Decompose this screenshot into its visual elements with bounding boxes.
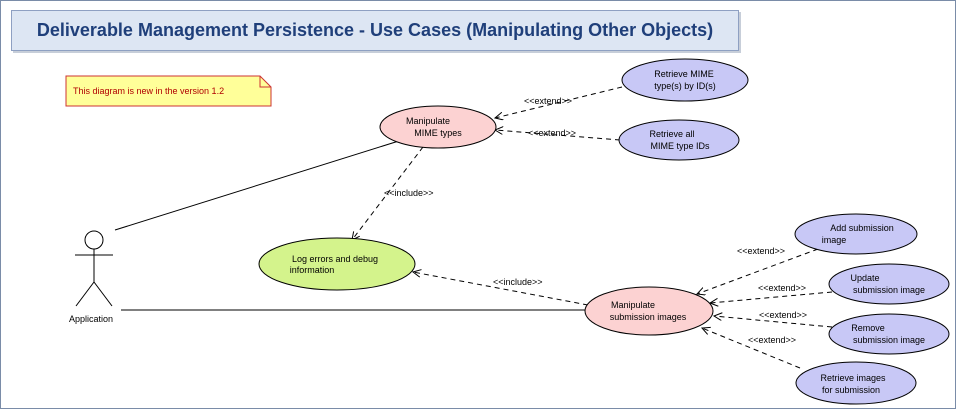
include-label-2: <<include>> bbox=[493, 277, 543, 287]
svg-text:information: information bbox=[290, 265, 335, 275]
use-case-remove-submission-image: Remove submission image bbox=[828, 313, 950, 355]
svg-text:submission image: submission image bbox=[853, 335, 925, 345]
svg-text:Retrieve all: Retrieve all bbox=[649, 129, 694, 139]
extend-label-1: <<extend>> bbox=[524, 96, 572, 106]
use-case-add-submission-image: Add submission image bbox=[794, 213, 918, 255]
use-case-manipulate-submission-images: Manipulate submission images bbox=[584, 286, 714, 336]
svg-text:Manipulate: Manipulate bbox=[406, 116, 450, 126]
extend-label-3: <<extend>> bbox=[737, 246, 785, 256]
actor-leg-left bbox=[75, 281, 95, 307]
svg-text:type(s) by ID(s): type(s) by ID(s) bbox=[654, 81, 716, 91]
svg-text:submission image: submission image bbox=[853, 285, 925, 295]
svg-text:Update: Update bbox=[850, 273, 879, 283]
extend-label-4: <<extend>> bbox=[758, 283, 806, 293]
note-text: This diagram is new in the version 1.2 bbox=[73, 86, 224, 96]
actor-application: Application bbox=[69, 230, 113, 324]
svg-text:for submission: for submission bbox=[822, 385, 880, 395]
extend-remove-line bbox=[714, 316, 833, 328]
svg-text:Add submission: Add submission bbox=[830, 223, 894, 233]
svg-text:image: image bbox=[822, 235, 847, 245]
extend-retrieve-by-id-line bbox=[495, 86, 623, 118]
actor-head bbox=[84, 230, 104, 250]
svg-text:MIME type IDs: MIME type IDs bbox=[650, 141, 710, 151]
use-case-retrieve-mime-by-id: Retrieve MIME type(s) by ID(s) bbox=[621, 58, 749, 102]
use-case-update-submission-image: Update submission image bbox=[828, 263, 950, 305]
svg-text:Remove: Remove bbox=[851, 323, 885, 333]
use-case-manipulate-mime-types: Manipulate MIME types bbox=[379, 105, 497, 149]
svg-text:Manipulate: Manipulate bbox=[611, 300, 655, 310]
use-case-log-errors: Log errors and debug information bbox=[258, 237, 416, 291]
extend-label-5: <<extend>> bbox=[759, 310, 807, 320]
extend-update-line bbox=[710, 291, 833, 303]
svg-text:Retrieve images: Retrieve images bbox=[820, 373, 886, 383]
diagram-title-box: Deliverable Management Persistence - Use… bbox=[11, 10, 739, 51]
include-mime-log-line bbox=[352, 146, 424, 240]
version-note: This diagram is new in the version 1.2 bbox=[65, 75, 272, 107]
svg-text:MIME types: MIME types bbox=[414, 128, 462, 138]
extend-retrieve-images-line bbox=[702, 328, 801, 369]
extend-label-6: <<extend>> bbox=[748, 335, 796, 345]
use-case-retrieve-all-mime-ids: Retrieve all MIME type IDs bbox=[618, 119, 740, 161]
extend-label-2: <<extend>> bbox=[528, 128, 576, 138]
svg-text:Log errors and debug: Log errors and debug bbox=[292, 254, 378, 264]
actor-label: Application bbox=[69, 314, 113, 324]
svg-text:submission images: submission images bbox=[610, 312, 687, 322]
diagram-title: Deliverable Management Persistence - Use… bbox=[36, 20, 714, 40]
include-label-1: <<include>> bbox=[384, 188, 434, 198]
use-case-retrieve-images-for-submission: Retrieve images for submission bbox=[795, 361, 917, 405]
association-actor-mime bbox=[114, 139, 403, 231]
include-images-log-line bbox=[413, 272, 589, 306]
actor-leg-right bbox=[93, 281, 113, 307]
svg-text:Retrieve MIME: Retrieve MIME bbox=[654, 69, 714, 79]
extend-retrieve-all-line bbox=[495, 130, 621, 141]
extend-add-line bbox=[697, 248, 819, 294]
